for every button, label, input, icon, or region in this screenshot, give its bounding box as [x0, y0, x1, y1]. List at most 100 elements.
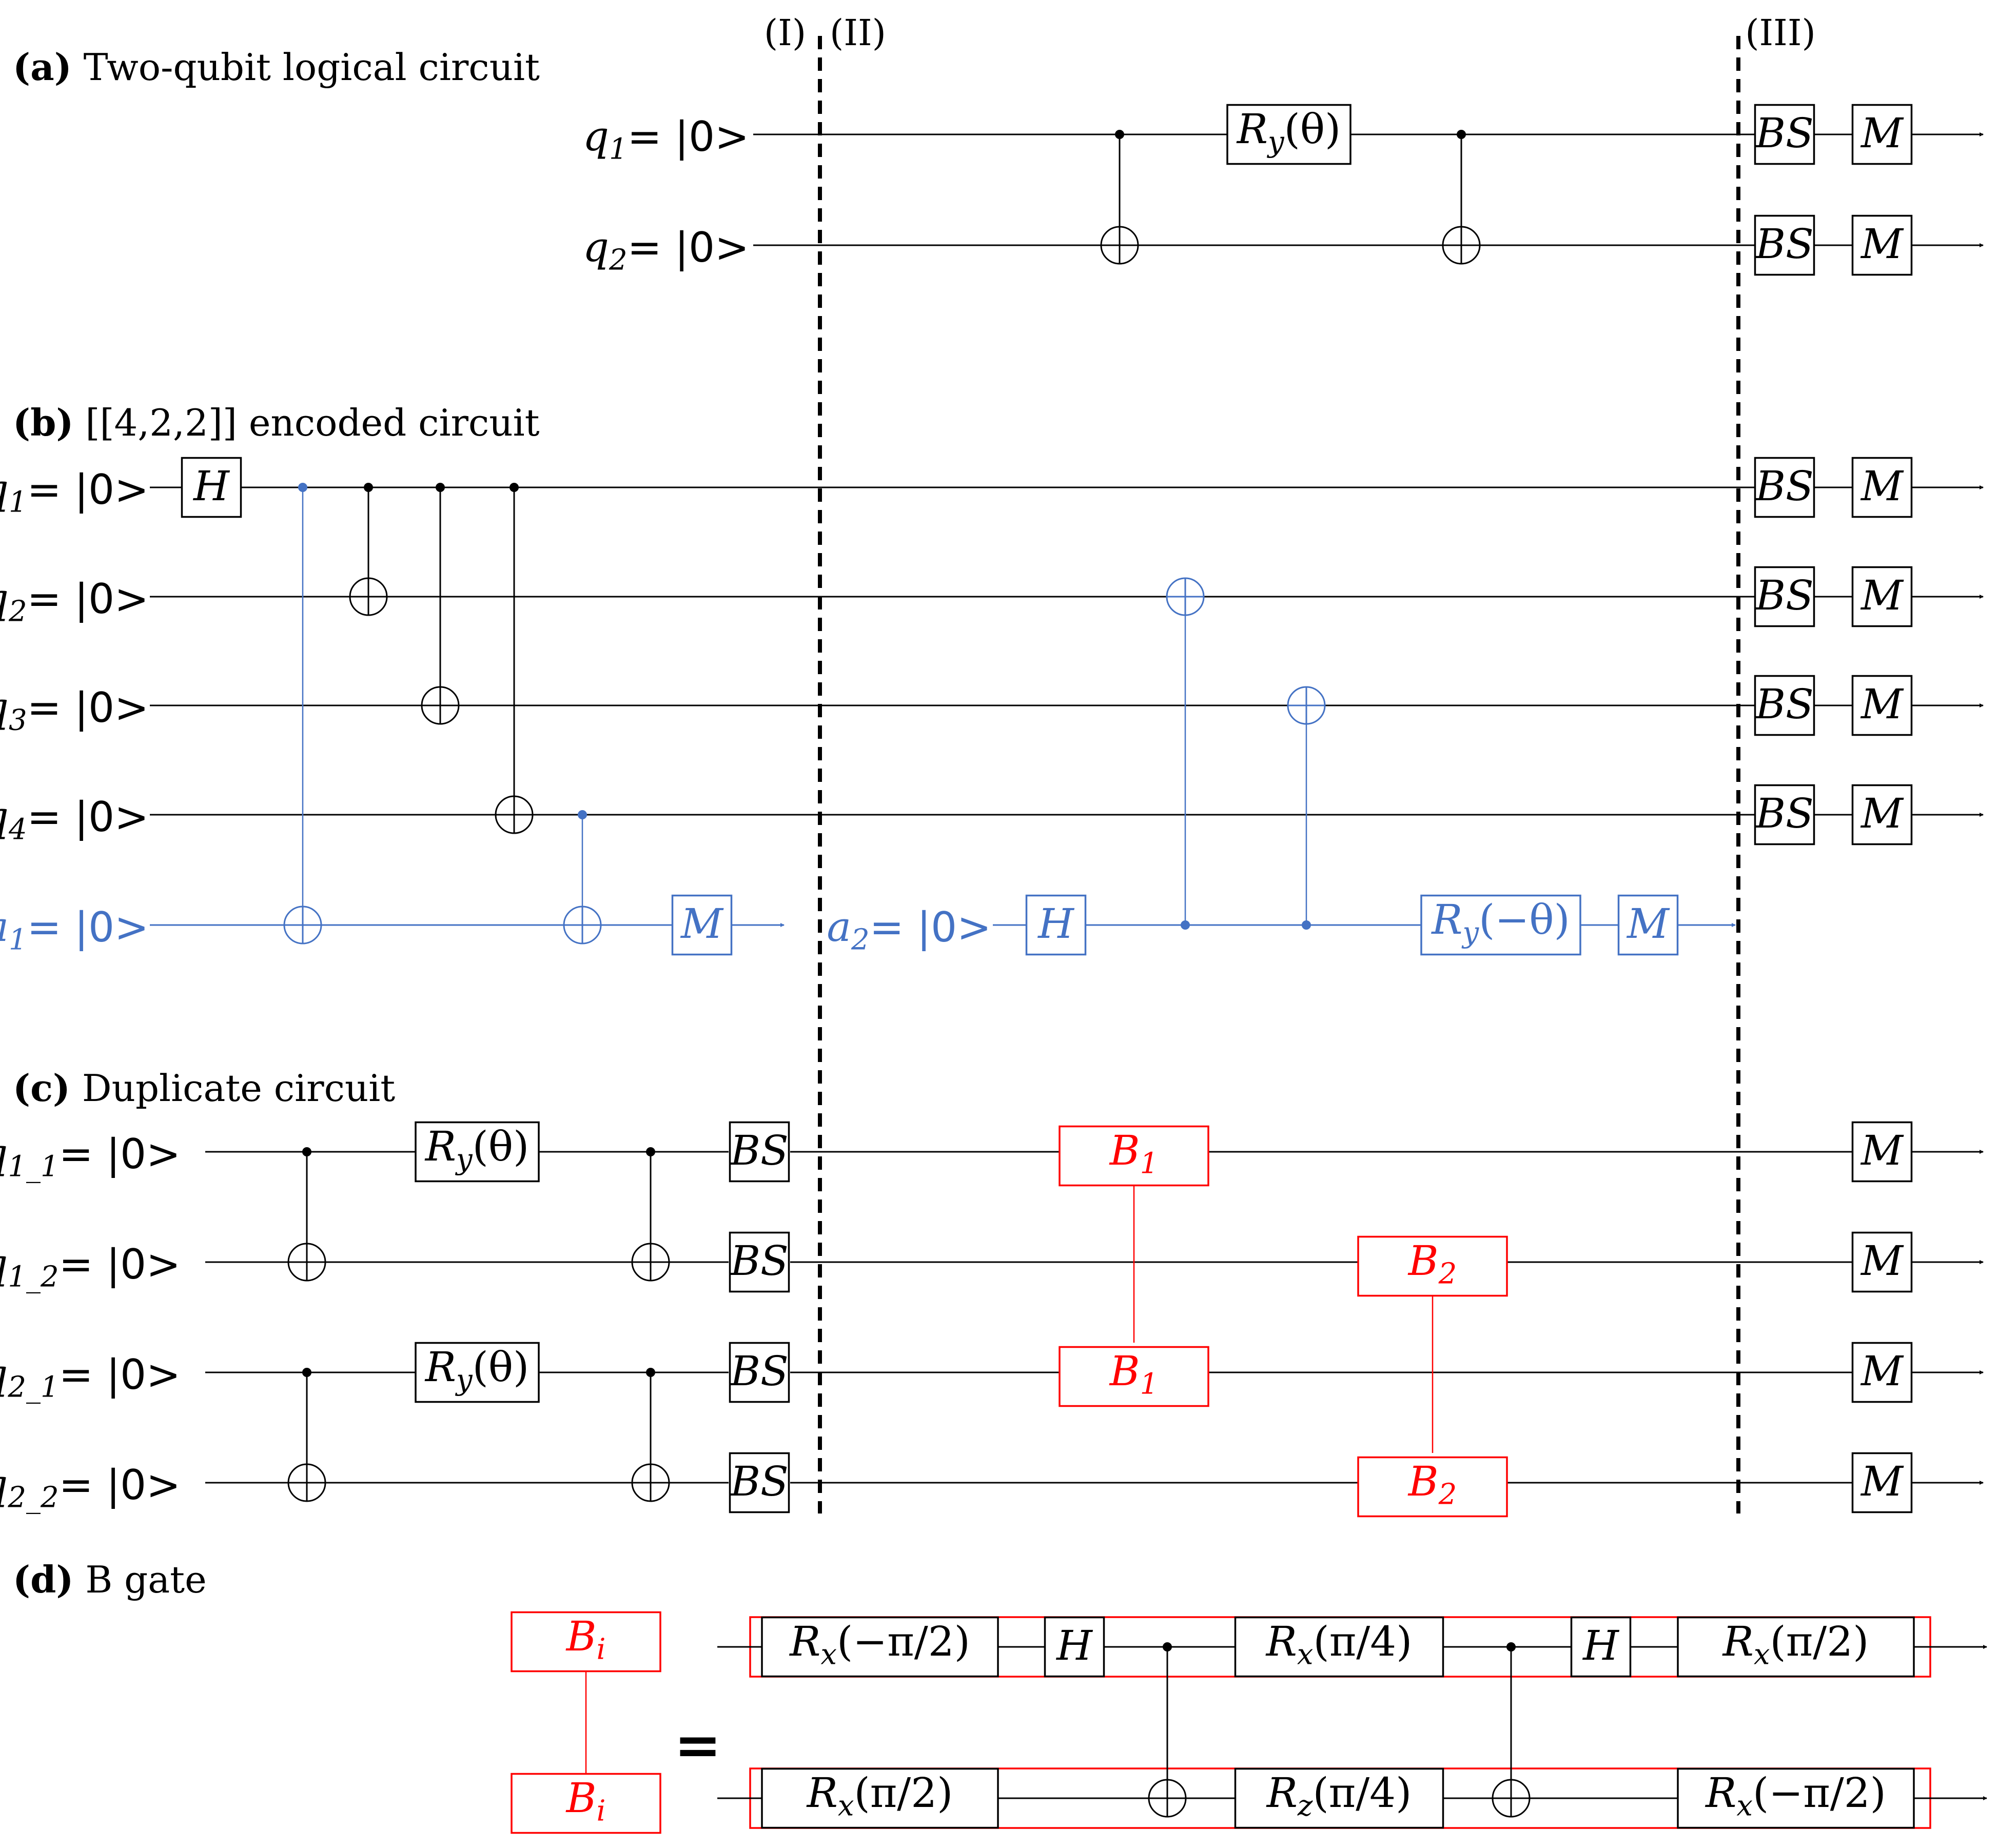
- control-dot: [578, 810, 587, 819]
- label-subscript: 1_1: [8, 1150, 58, 1183]
- measure-gate-label: M: [1860, 462, 1904, 510]
- bs-gate-label: BS: [729, 1347, 789, 1395]
- label-arg: = |0>: [27, 793, 149, 841]
- bs-gate-label: BS: [1754, 572, 1814, 619]
- control-dot: [1115, 130, 1124, 139]
- control-dot: [302, 1147, 311, 1156]
- label-name: q: [583, 223, 609, 271]
- rx-gate-label: Rx(π/4): [1265, 1618, 1413, 1671]
- bs-gate: [1754, 675, 1815, 736]
- control-dot: [1302, 920, 1311, 930]
- label-subscript: i: [596, 1794, 605, 1827]
- label-name: q: [0, 793, 9, 840]
- panel-letter: (b): [13, 401, 73, 444]
- panel-a-wire-label: q2= |0>: [583, 223, 749, 277]
- label-subscript: 1: [9, 485, 27, 519]
- label-subscript: x: [1736, 1789, 1753, 1822]
- label-subscript: 1: [1140, 1367, 1159, 1401]
- bs-gate-label: BS: [1754, 680, 1814, 728]
- panel-c-wire-label: q2_2= |0>: [0, 1461, 181, 1514]
- rz-gate-label: Rz(π/4): [1266, 1769, 1412, 1822]
- measure-gate: [1851, 566, 1913, 627]
- measure-gate-label: M: [1860, 1458, 1904, 1505]
- b2-gate: [1357, 1235, 1508, 1297]
- label-name: B: [565, 1774, 597, 1822]
- rx-gate: [1234, 1616, 1444, 1678]
- measure-gate: [1851, 214, 1913, 276]
- measure-gate: [1851, 1452, 1913, 1513]
- label-subscript: y: [1461, 916, 1479, 949]
- panel-letter: (d): [13, 1558, 73, 1601]
- label-name: R: [1266, 1769, 1298, 1817]
- label-name: B: [1407, 1458, 1439, 1505]
- measure-gate: [1851, 457, 1913, 518]
- bs-gate: [1754, 457, 1815, 518]
- control-dot: [1506, 1642, 1516, 1652]
- label-name: B: [1109, 1347, 1140, 1395]
- label-arg: = |0>: [59, 1241, 181, 1289]
- label-name: q: [0, 465, 9, 513]
- label-name: q: [0, 1461, 8, 1508]
- bi-gate: [511, 1773, 661, 1834]
- control-dot: [298, 483, 307, 492]
- bs-gate-label: BS: [1754, 790, 1814, 837]
- bs-gate: [729, 1342, 790, 1403]
- ancilla-hadamard-gate-label: H: [1037, 900, 1075, 948]
- bs-gate-label: BS: [729, 1127, 789, 1174]
- label-name: B: [565, 1613, 597, 1660]
- rx-gate: [761, 1767, 999, 1829]
- label-arg: (π/2): [1770, 1618, 1869, 1665]
- b1-gate-label: B1: [1109, 1127, 1158, 1180]
- label-name: q: [0, 683, 9, 731]
- rx-gate-label: Rx(π/2): [1722, 1618, 1869, 1671]
- measure-gate: [1851, 1231, 1913, 1293]
- label-subscript: i: [596, 1633, 605, 1666]
- label-subscript: x: [1754, 1638, 1770, 1671]
- hadamard-gate-label: H: [192, 462, 230, 510]
- ancilla-measure-gate-label: M: [1626, 900, 1670, 948]
- ry-gate: [415, 1342, 540, 1403]
- panel-b-heading: (b) [[4,2,2]] encoded circuit: [13, 401, 540, 444]
- label-arg: (θ): [473, 1343, 530, 1391]
- b1-gate: [1059, 1125, 1209, 1187]
- panel-title: [[4,2,2]] encoded circuit: [73, 401, 539, 444]
- ancilla-a1-label: a1= |0>: [0, 903, 149, 956]
- label-subscript: 1_2: [8, 1260, 58, 1293]
- panel-letter: (c): [13, 1066, 70, 1110]
- label-name: q: [0, 575, 9, 622]
- bs-gate-label: BS: [1754, 109, 1814, 157]
- rx-gate: [1677, 1616, 1915, 1678]
- measure-gate-label: M: [1860, 1347, 1904, 1395]
- label-arg: = |0>: [27, 684, 149, 732]
- label-name: q: [0, 1130, 8, 1177]
- label-arg: (−π/2): [837, 1618, 970, 1665]
- label-name: R: [806, 1769, 838, 1817]
- label-name: R: [424, 1123, 456, 1170]
- bs-gate: [1754, 784, 1815, 846]
- measure-gate-label: M: [1860, 109, 1904, 157]
- label-subscript: 2: [8, 595, 27, 628]
- measure-gate: [1851, 1342, 1913, 1403]
- label-subscript: 1: [609, 132, 628, 166]
- bs-gate-label: BS: [1754, 220, 1814, 268]
- control-dot: [1457, 130, 1466, 139]
- ancilla-measure-gate-label: M: [680, 900, 724, 948]
- ancilla-hadamard-gate: [1025, 894, 1087, 956]
- label-name: a: [0, 903, 9, 951]
- label-subscript: y: [1266, 125, 1285, 159]
- panel-title: B gate: [73, 1558, 206, 1601]
- label-name: R: [1722, 1618, 1754, 1665]
- bi-gate-label: Bi: [565, 1774, 606, 1827]
- b2-gate: [1357, 1456, 1508, 1518]
- label-name: q: [0, 1350, 8, 1398]
- bs-gate-label: BS: [729, 1237, 789, 1285]
- panel-c-heading: (c) Duplicate circuit: [13, 1066, 395, 1110]
- measure-gate-label: M: [1860, 1127, 1904, 1174]
- ry-neg-gate: [1420, 894, 1581, 956]
- measure-gate: [1851, 675, 1913, 736]
- hadamard-gate-label: H: [1582, 1622, 1620, 1669]
- label-subscript: 4: [8, 813, 27, 846]
- panel-b-wire-label: q1= |0>: [0, 465, 149, 519]
- label-arg: = |0>: [59, 1351, 181, 1399]
